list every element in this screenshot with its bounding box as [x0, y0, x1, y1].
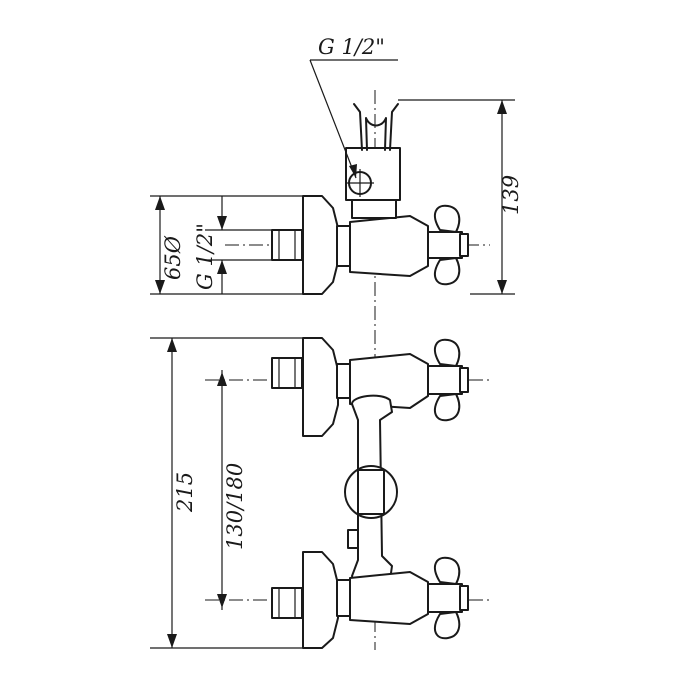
hex-nut-lower: [336, 579, 352, 617]
front-view: [205, 337, 490, 649]
lower-handle-lever-a: [433, 556, 461, 585]
wall-flange-top: [302, 195, 339, 295]
lower-handle-lever-b: [433, 611, 461, 640]
thread-top-label: G 1/2": [318, 35, 385, 59]
pipe-connector-upper: [271, 357, 303, 389]
dimension-center-distance: 130/180: [217, 370, 247, 610]
dimension-thread-side: G 1/2": [193, 196, 272, 294]
dimension-overall-height: 215: [150, 337, 303, 649]
dimension-diameter: 65Ø: [150, 195, 303, 295]
handle-lever-upper: [433, 204, 461, 233]
tube-segment: [357, 469, 385, 515]
hex-nut-top: [336, 225, 352, 267]
shower-holder-fork: [353, 103, 399, 151]
shower-holder-inner: [365, 117, 387, 151]
center-distance-label: 130/180: [223, 463, 247, 550]
upper-handle-lever-a: [433, 338, 461, 367]
diameter-label: 65Ø: [161, 235, 185, 280]
outlet-collar: [351, 199, 397, 219]
dimension-height-top: 139: [398, 99, 523, 295]
top-view: [225, 90, 490, 650]
pipe-connector-lower: [271, 587, 303, 619]
mixer-body-top: [349, 215, 429, 277]
dimension-thread-top: G 1/2": [309, 35, 398, 179]
handle-lever-lower: [433, 257, 461, 286]
upper-handle-lever-b: [433, 393, 461, 422]
upper-body: [349, 353, 429, 409]
handle-stem-upper: [427, 365, 463, 395]
tube-clip: [347, 529, 359, 549]
handle-cap-upper: [459, 367, 469, 393]
wall-flange-upper: [302, 337, 339, 437]
handle-stem-lower: [427, 583, 463, 613]
handle-stem-top: [427, 231, 463, 259]
handle-cap-top: [459, 233, 469, 257]
wall-flange-lower: [302, 551, 339, 649]
thread-side-label: G 1/2": [193, 223, 217, 290]
height-top-label: 139: [499, 175, 523, 215]
lower-body: [349, 571, 429, 625]
handle-cap-lower: [459, 585, 469, 611]
overall-height-label: 215: [173, 472, 197, 513]
hex-nut-upper: [336, 363, 352, 399]
pipe-connector-top: [271, 229, 303, 261]
